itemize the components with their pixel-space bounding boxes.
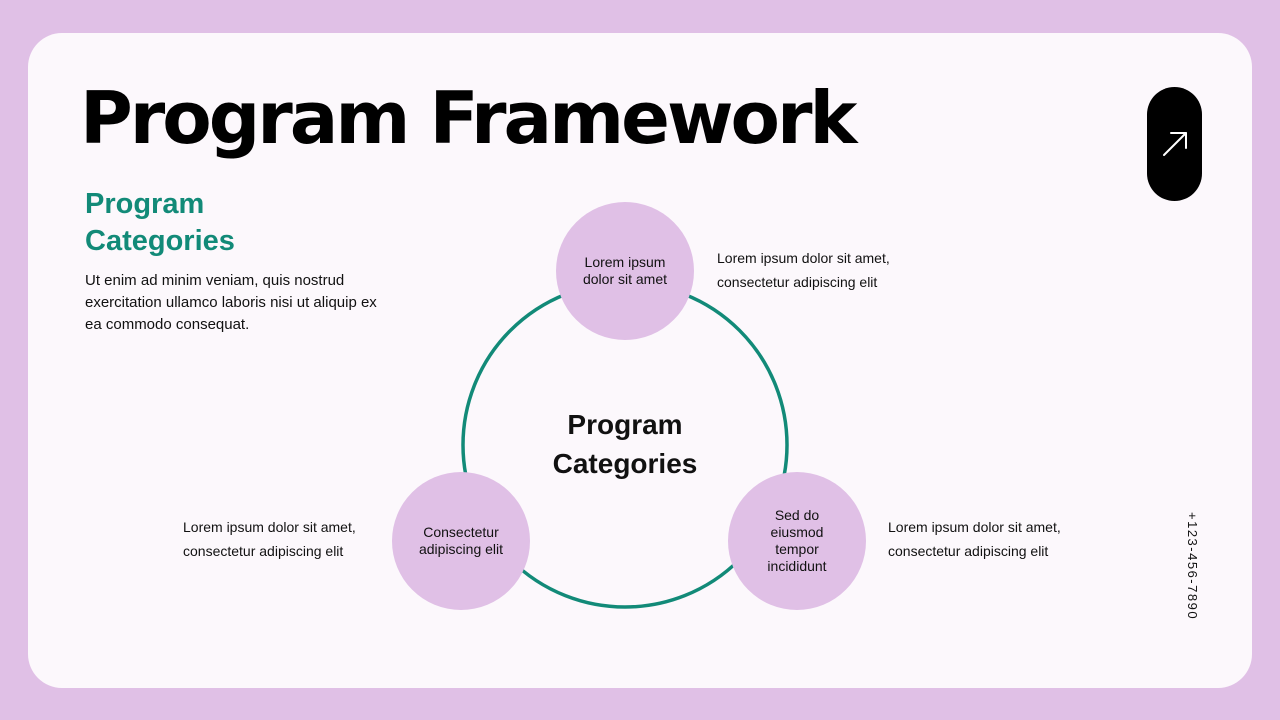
category-description-3: Lorem ipsum dolor sit amet, consectetur … (888, 519, 1061, 559)
category-node-label: Lorem ipsum dolor sit amet (582, 254, 668, 287)
category-node-label: Consectetur adipiscing elit (418, 524, 504, 557)
category-node-label: Sed do eiusmod tempor incididunt (767, 507, 827, 574)
category-description-2: Lorem ipsum dolor sit amet, consectetur … (183, 519, 356, 559)
category-node-2: Consectetur adipiscing elit (392, 472, 530, 610)
category-description-1: Lorem ipsum dolor sit amet, consectetur … (717, 250, 890, 290)
diagram-center-label: Program Categories (552, 409, 698, 479)
section-heading: Program Categories (85, 188, 235, 257)
page-title: Program Framework (80, 76, 857, 160)
category-node-3: Sed do eiusmod tempor incididunt (728, 472, 866, 610)
category-node-1: Lorem ipsum dolor sit amet (556, 202, 694, 340)
arrow-button[interactable] (1147, 87, 1202, 201)
arrow-up-right-icon (1162, 132, 1187, 156)
intro-text: Ut enim ad minim veniam, quis nostrud ex… (85, 272, 377, 333)
phone-number: +123-456-7890 (1185, 512, 1200, 621)
